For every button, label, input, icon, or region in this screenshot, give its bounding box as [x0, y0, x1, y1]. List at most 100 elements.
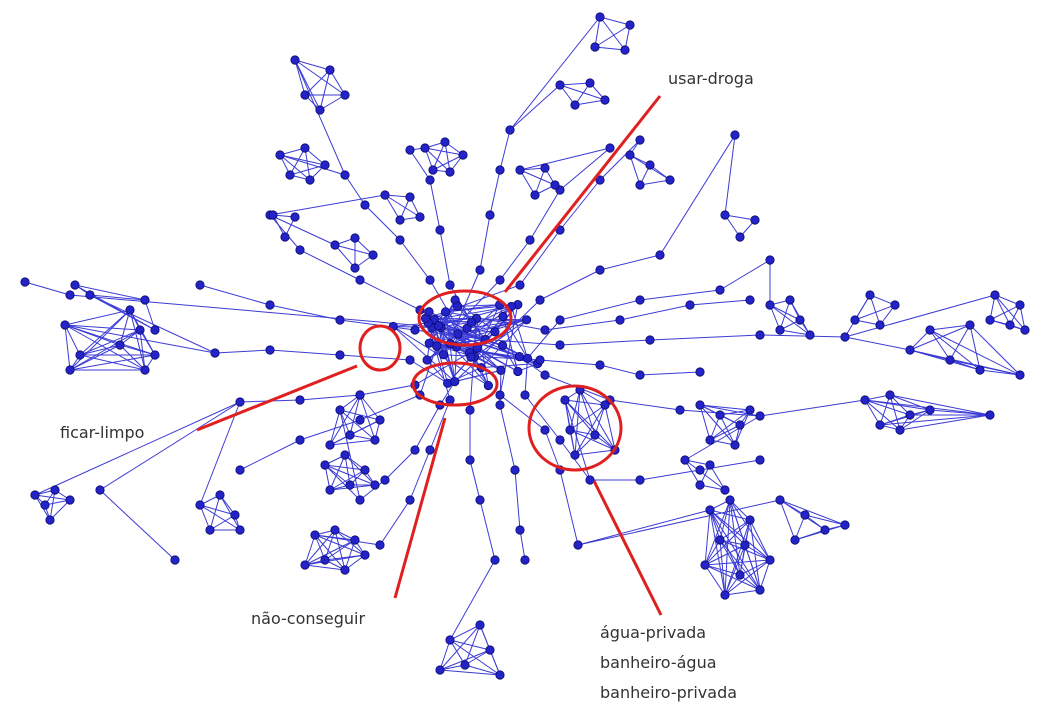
graph-edge — [684, 415, 761, 461]
graph-edge — [769, 304, 811, 336]
graph-edge — [214, 349, 271, 354]
graph-edge — [519, 169, 536, 196]
graph-edge — [514, 469, 521, 531]
graph-node — [20, 277, 30, 287]
graph-edge — [699, 404, 711, 441]
graph-edge — [569, 389, 581, 431]
graph-node — [540, 370, 550, 380]
graph-edge — [384, 449, 416, 481]
graph-node — [695, 465, 705, 475]
graph-node — [680, 455, 690, 465]
label-banheiro-privada: banheiro-privada — [600, 683, 738, 702]
graph-edge — [434, 318, 472, 323]
graph-edge — [119, 344, 146, 371]
graph-node — [850, 315, 860, 325]
graph-node — [515, 280, 525, 290]
graph-node — [340, 170, 350, 180]
graph-edge — [639, 289, 721, 301]
graph-node — [345, 480, 355, 490]
graph-node — [765, 300, 775, 310]
graph-edge — [334, 244, 374, 256]
graph-edge — [304, 564, 346, 571]
graph-edge — [199, 401, 241, 506]
graph-edge — [49, 499, 71, 521]
graph-edge — [344, 174, 366, 206]
graph-edge — [445, 311, 546, 331]
graph-edge — [929, 324, 971, 331]
label-agua-privada: água-privada — [600, 623, 707, 642]
graph-edge — [744, 544, 771, 561]
graph-edge — [724, 214, 756, 221]
graph-node — [775, 495, 785, 505]
graph-edge — [929, 329, 1021, 376]
graph-node — [70, 280, 80, 290]
graph-edge — [779, 499, 796, 541]
graph-node — [65, 495, 75, 505]
graph-edge — [34, 494, 71, 501]
graph-node — [785, 295, 795, 305]
graph-node — [60, 320, 70, 330]
pointer-line-usar-droga — [503, 95, 662, 293]
graph-edge — [979, 369, 1021, 376]
graph-edge — [99, 489, 176, 561]
graph-edge — [319, 94, 346, 111]
graph-edge — [724, 134, 736, 216]
graph-node — [458, 150, 468, 160]
graph-edge — [564, 399, 591, 481]
highlight-ellipse-nao-conseguir — [411, 361, 499, 407]
graph-node — [195, 280, 205, 290]
graph-edge — [499, 304, 519, 396]
graph-edge — [577, 499, 781, 546]
graph-node — [360, 200, 370, 210]
graph-edge — [559, 339, 651, 346]
graph-node — [310, 530, 320, 540]
graph-edge — [579, 389, 606, 406]
graph-edge — [719, 539, 726, 596]
graph-node — [595, 265, 605, 275]
graph-node — [1015, 370, 1025, 380]
graph-node — [295, 395, 305, 405]
graph-node — [435, 225, 445, 235]
graph-edge — [574, 434, 596, 456]
graph-node — [335, 315, 345, 325]
graph-node — [755, 585, 765, 595]
graph-edge — [577, 509, 711, 546]
graph-node — [515, 165, 525, 175]
graph-node — [325, 65, 335, 75]
graph-edge — [889, 394, 991, 416]
graph-edge — [74, 284, 146, 301]
graph-edge — [299, 419, 361, 441]
graph-node — [495, 275, 505, 285]
graph-node — [395, 215, 405, 225]
graph-node — [350, 233, 360, 243]
graph-node — [720, 590, 730, 600]
graph-edge — [49, 489, 56, 521]
graph-edge — [779, 329, 811, 336]
graph-edge — [444, 141, 451, 173]
graph-node — [405, 145, 415, 155]
graph-node — [600, 95, 610, 105]
graph-edge — [269, 214, 336, 246]
graph-node — [125, 305, 135, 315]
graph-edge — [294, 59, 346, 176]
graph-node — [475, 495, 485, 505]
graph-node — [1015, 300, 1025, 310]
graph-node — [205, 525, 215, 535]
graph-node — [405, 192, 415, 202]
graph-edge — [359, 394, 376, 441]
graph-node — [805, 330, 815, 340]
graph-edge — [559, 179, 601, 231]
graph-edge — [439, 669, 501, 676]
graph-node — [230, 510, 240, 520]
graph-edge — [339, 409, 381, 421]
graph-edge — [509, 16, 601, 131]
graph-node — [705, 460, 715, 470]
graph-node — [675, 405, 685, 415]
graph-edge — [519, 169, 556, 186]
graph-node — [520, 390, 530, 400]
graph-node — [453, 329, 463, 339]
graph-node — [775, 325, 785, 335]
graph-edge — [359, 479, 386, 501]
highlight-layer — [196, 95, 663, 616]
pointer-line-nao-conseguir — [393, 417, 447, 599]
